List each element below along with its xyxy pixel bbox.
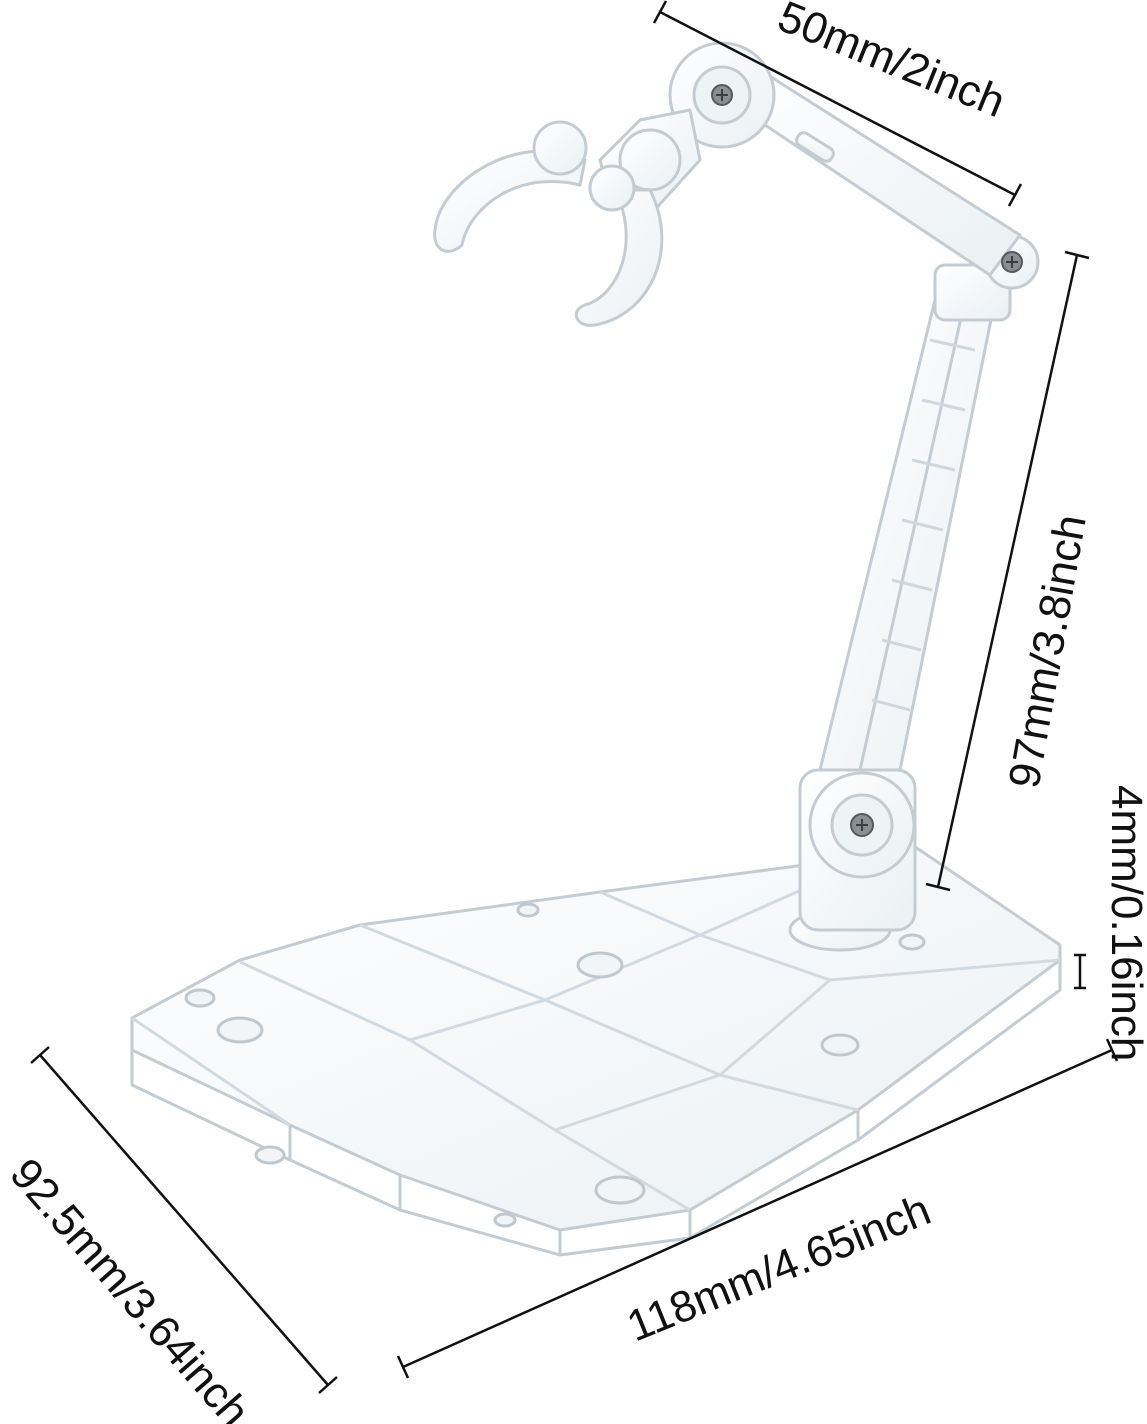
clamp-holder bbox=[433, 108, 702, 327]
dim-line-arm-height bbox=[936, 254, 1079, 888]
base-grid bbox=[131, 853, 1061, 1212]
dim-line-base-depth bbox=[39, 1054, 329, 1386]
base-peg-holes bbox=[184, 902, 926, 1228]
dim-label-arm-height: 97mm/3.8inch bbox=[1000, 511, 1096, 792]
dim-label-base-depth: 92.5mm/3.64inch bbox=[0, 1149, 258, 1424]
dimension-lines bbox=[30, 0, 1119, 1394]
screw-slots bbox=[716, 89, 1018, 831]
arm-ribs bbox=[871, 338, 976, 712]
dim-line-arm-length bbox=[659, 10, 1016, 197]
dim-line-base-width bbox=[402, 1048, 1113, 1369]
vertical-arm bbox=[788, 234, 1040, 952]
dim-label-base-thickness: 4mm/0.16inch bbox=[1102, 785, 1147, 1061]
